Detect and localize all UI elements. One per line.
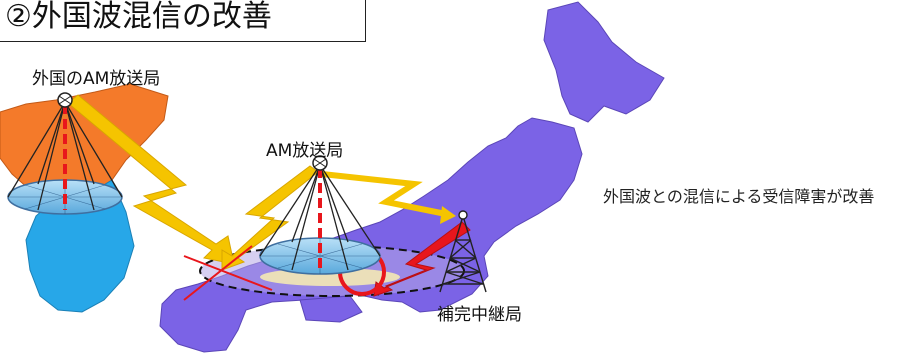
- interference-cross: [183, 245, 273, 301]
- improvement-description: 外国波との混信による受信障害が改善: [603, 187, 875, 206]
- japan-map: [159, 1, 665, 353]
- am-station-label: AM放送局: [266, 141, 344, 161]
- relay-station-label: 補完中継局: [437, 305, 522, 325]
- am-signal-arrow: [321, 171, 447, 217]
- foreign-am-antenna: [7, 92, 123, 215]
- foreign-station-label: 外国のAM放送局: [32, 69, 161, 89]
- relay-tower-icon: [439, 210, 487, 293]
- page-title: ②外国波混信の改善: [0, 0, 366, 42]
- foreign-signal-arrow: [67, 94, 235, 265]
- am-station-antenna: [259, 155, 381, 275]
- am-signal-arrowhead: [440, 206, 456, 224]
